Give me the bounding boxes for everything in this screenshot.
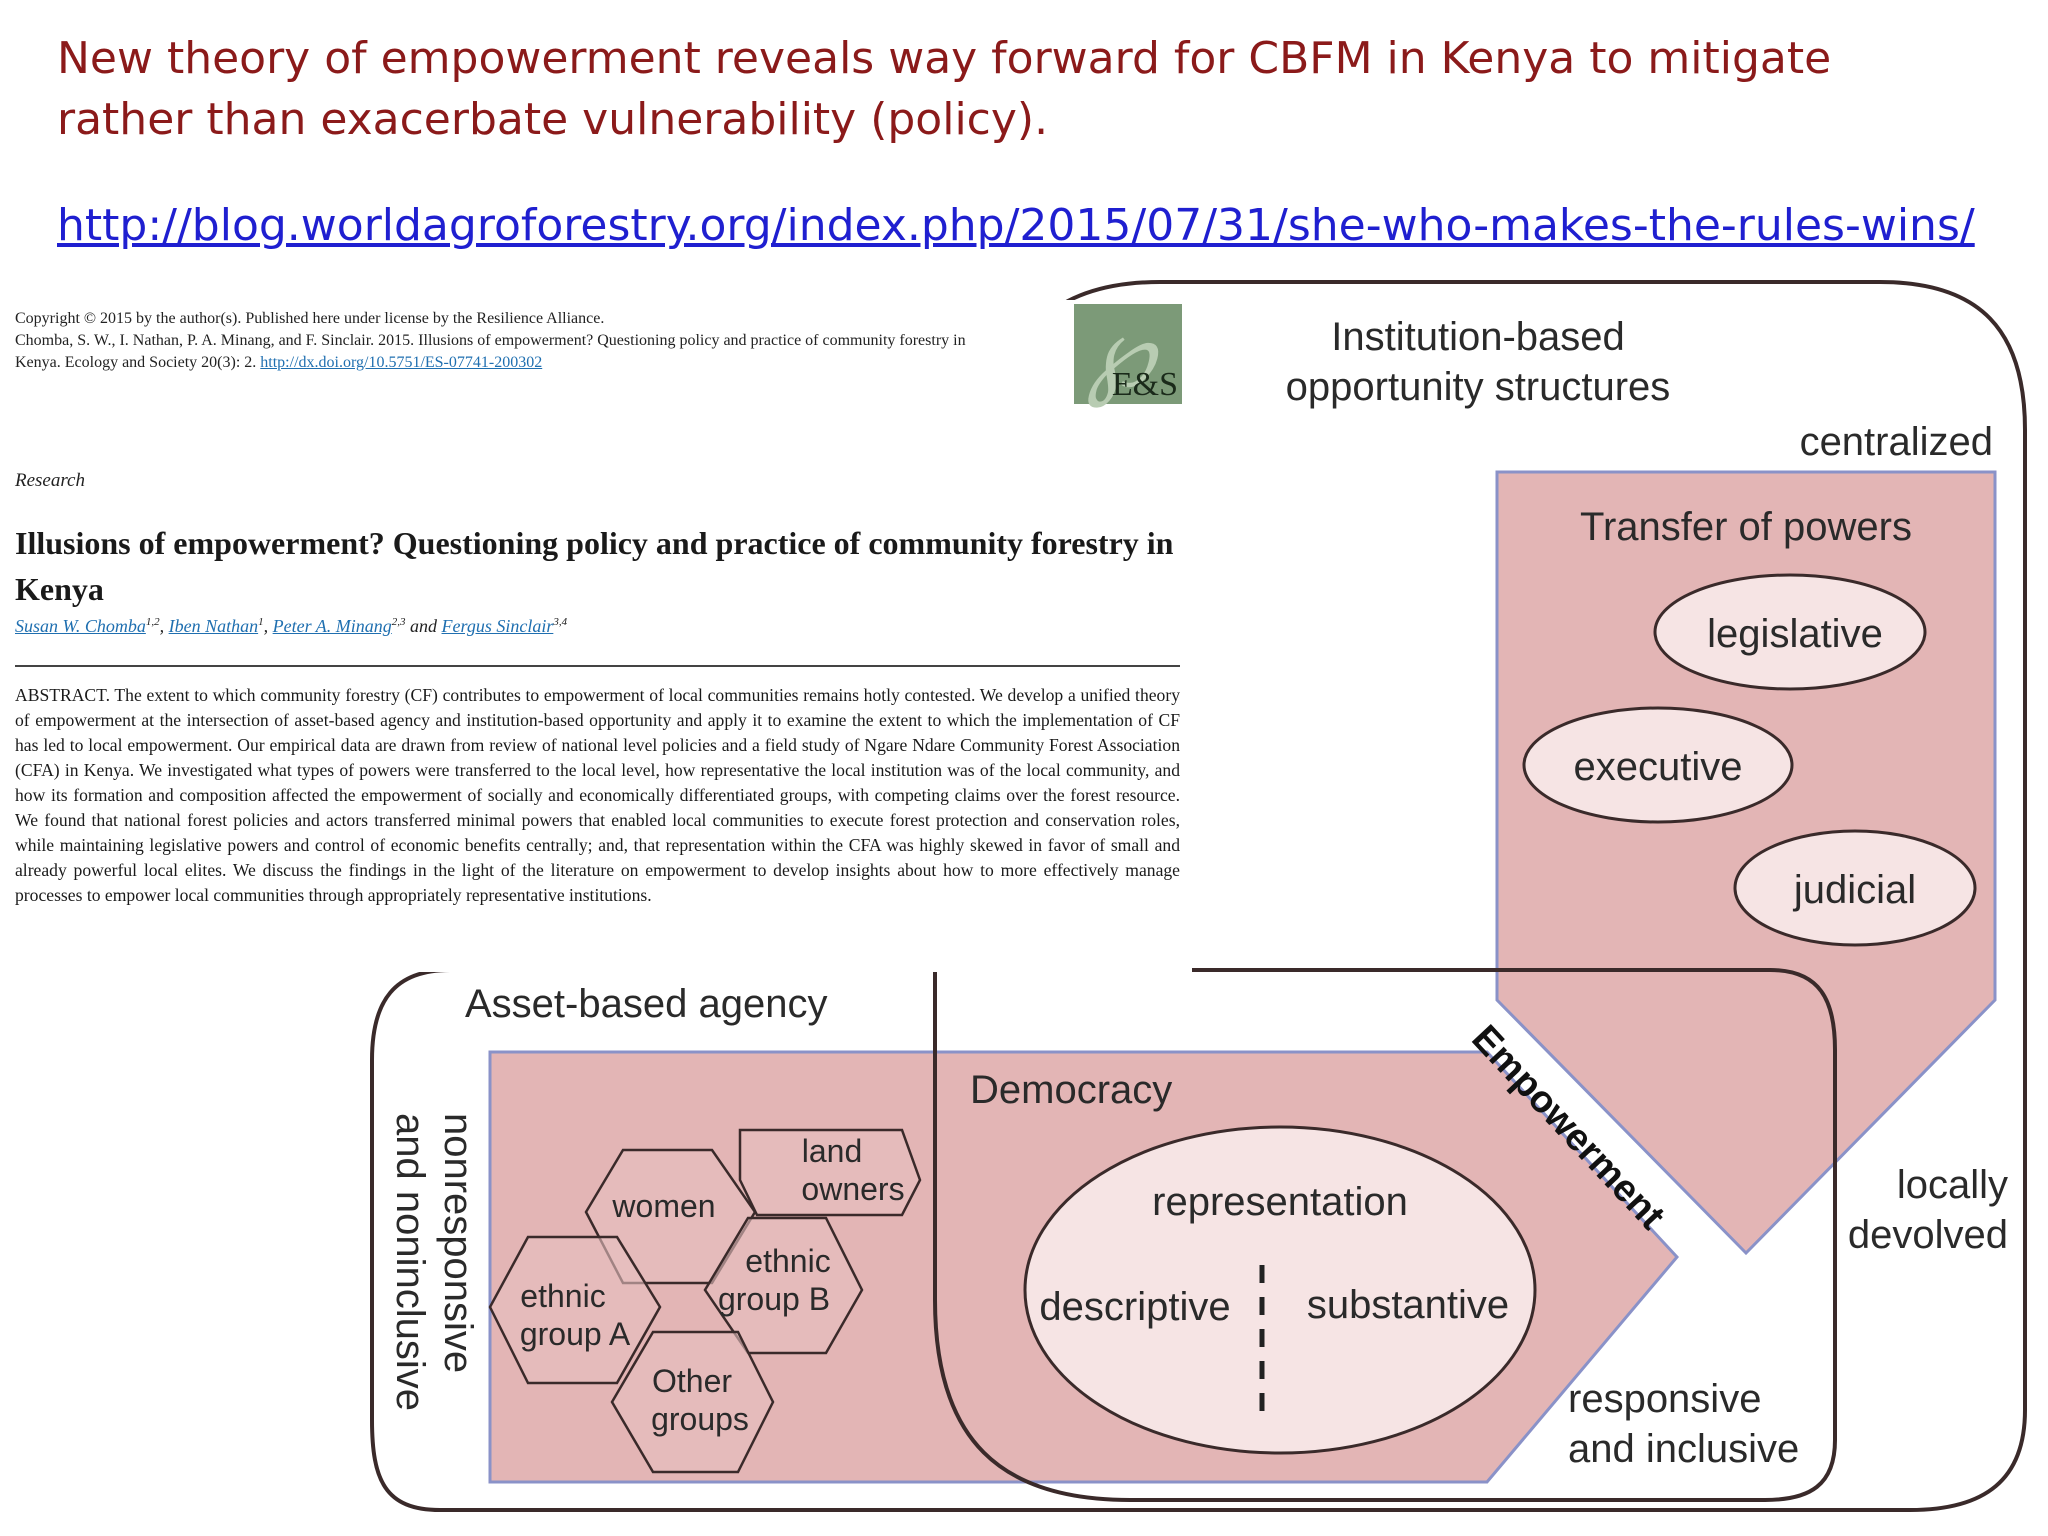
asset-based-agency-label: Asset-based agency — [465, 982, 827, 1026]
copyright-line: Copyright © 2015 by the author(s). Publi… — [15, 310, 605, 327]
centralized-label: centralized — [1800, 420, 1993, 464]
paper-abstract: ABSTRACT. The extent to which community … — [15, 685, 1180, 905]
transfer-of-powers-label: Transfer of powers — [1580, 505, 1912, 549]
es-logo-glyph: ℘ — [1086, 300, 1155, 408]
ethnic-group-b-line1: ethnic — [745, 1243, 830, 1279]
hexagon-ethnic-group-b — [703, 1216, 864, 1355]
paper-authors: Susan W. Chomba1,2, Iben Nathan1, Peter … — [15, 616, 568, 636]
responsive-line1: responsive — [1568, 1377, 1761, 1421]
opportunity-structures-box — [370, 280, 2027, 1512]
responsive-line2: and inclusive — [1568, 1427, 1799, 1471]
ethnic-group-a-line2: group A — [520, 1316, 631, 1352]
opportunity-title-line2: opportunity structures — [1286, 365, 1671, 409]
representation-ellipse — [1023, 1125, 1537, 1455]
nonresponsive-line2: and noninclusive — [388, 1113, 432, 1411]
paper-citation: Chomba, S. W., I. Nathan, P. A. Minang, … — [15, 330, 1015, 374]
nonresponsive-line1: nonresponsive — [436, 1113, 480, 1373]
executive-ellipse — [1522, 706, 1794, 824]
authors-and: and — [410, 616, 438, 636]
es-logo-text: E&S — [1111, 366, 1178, 403]
author-affiliation: 3,4 — [553, 616, 568, 628]
legislative-label: legislative — [1707, 612, 1883, 656]
land-owners-line2: owners — [801, 1171, 904, 1207]
citation-text: Chomba, S. W., I. Nathan, P. A. Minang, … — [15, 332, 966, 371]
democracy-box — [933, 968, 1837, 1502]
other-groups-line2: groups — [651, 1401, 749, 1437]
ethnic-group-b-line2: group B — [718, 1281, 830, 1317]
legislative-ellipse — [1653, 573, 1927, 691]
hexagon-other-groups — [610, 1330, 775, 1474]
es-journal-logo: ℘ E&S — [1074, 300, 1182, 408]
other-groups-line1: Other — [652, 1363, 732, 1399]
author-affiliation: 1 — [258, 616, 264, 628]
author-link[interactable]: Fergus Sinclair — [441, 616, 554, 636]
paper-section-label: Research — [15, 470, 85, 491]
author-link[interactable]: Iben Nathan — [168, 616, 259, 636]
author-affiliation: 2,3 — [391, 616, 406, 628]
representation-label: representation — [1152, 1180, 1408, 1224]
paper-title: Illusions of empowerment? Questioning po… — [15, 525, 1174, 607]
locally-devolved-line2: devolved — [1848, 1213, 2008, 1257]
author-link[interactable]: Peter A. Minang — [272, 616, 392, 636]
judicial-label: judicial — [1793, 868, 1916, 912]
paper-copyright: Copyright © 2015 by the author(s). Publi… — [15, 308, 1015, 374]
democracy-label: Democracy — [970, 1068, 1172, 1112]
author-link[interactable]: Susan W. Chomba — [15, 616, 146, 636]
descriptive-label: descriptive — [1039, 1285, 1230, 1329]
hexagon-land-owners — [738, 1128, 922, 1217]
opportunity-title-line1: Institution-based — [1331, 315, 1625, 359]
substantive-label: substantive — [1307, 1283, 1509, 1327]
land-owners-line1: land — [802, 1133, 863, 1169]
locally-devolved-line1: locally — [1897, 1163, 2008, 1207]
judicial-ellipse — [1733, 829, 1977, 947]
paper-excerpt: Copyright © 2015 by the author(s). Publi… — [0, 300, 1192, 972]
ethnic-group-a-line1: ethnic — [520, 1278, 605, 1314]
women-label: women — [611, 1188, 715, 1224]
executive-label: executive — [1574, 745, 1743, 789]
paper-divider — [15, 665, 1180, 667]
hexagon-ethnic-group-a — [488, 1235, 662, 1385]
blog-link[interactable]: http://blog.worldagroforestry.org/index.… — [57, 200, 1975, 251]
doi-link[interactable]: http://dx.doi.org/10.5751/ES-07741-20030… — [260, 354, 543, 371]
slide-title: New theory of empowerment reveals way fo… — [57, 33, 1832, 145]
author-affiliation: 1,2 — [145, 616, 160, 628]
